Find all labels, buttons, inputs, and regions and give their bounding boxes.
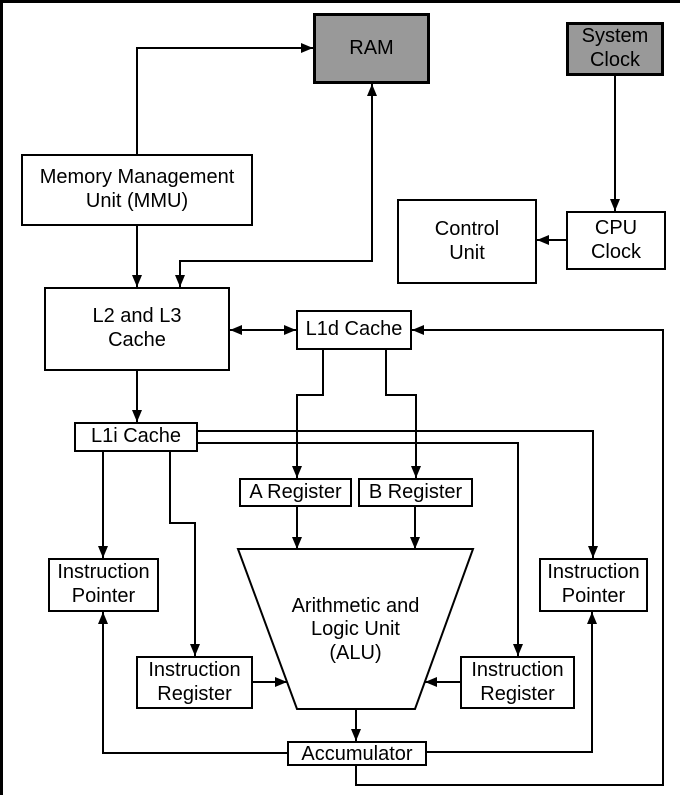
node-system-clock: System Clock bbox=[566, 22, 664, 76]
node-b-register: B Register bbox=[358, 478, 473, 507]
node-ram: RAM bbox=[313, 13, 430, 84]
node-l1i-cache: L1i Cache bbox=[74, 422, 198, 452]
edge-l1d-bregister bbox=[385, 350, 421, 478]
node-cpu-clock: CPU Clock bbox=[566, 211, 666, 270]
edge-l1d-aregister bbox=[292, 350, 324, 478]
edge-mmu-ram bbox=[136, 43, 313, 154]
node-mmu-label: Memory Management Unit (MMU) bbox=[39, 166, 235, 212]
node-control-unit: Control Unit bbox=[397, 199, 537, 284]
node-instruction-pointer-right-label: Instruction Pointer bbox=[547, 561, 640, 607]
node-instruction-register-right: Instruction Register bbox=[460, 656, 575, 709]
edge-l1i-instructionregister-right bbox=[198, 442, 523, 656]
node-l2-l3-cache: L2 and L3 Cache bbox=[44, 287, 230, 371]
node-a-register: A Register bbox=[239, 478, 352, 507]
node-l1i-cache-label: L1i Cache bbox=[90, 425, 182, 448]
edge-accumulator-instructionpointer-right bbox=[427, 612, 597, 753]
node-alu-shape bbox=[236, 548, 475, 710]
canvas-border-top bbox=[0, 0, 680, 3]
node-instruction-register-left-label: Instruction Register bbox=[148, 658, 241, 705]
edge-ram-l2l3 bbox=[175, 260, 276, 287]
node-instruction-register-left: Instruction Register bbox=[136, 656, 253, 709]
node-mmu: Memory Management Unit (MMU) bbox=[21, 154, 253, 226]
node-instruction-pointer-left: Instruction Pointer bbox=[48, 558, 159, 612]
node-ram-label: RAM bbox=[349, 36, 394, 59]
edge-l2l3-ram bbox=[276, 84, 377, 262]
node-l2-l3-cache-label: L2 and L3 Cache bbox=[92, 305, 182, 351]
node-l1d-cache: L1d Cache bbox=[296, 310, 412, 350]
node-alu-label: Arithmetic and Logic Unit (ALU) bbox=[248, 556, 463, 704]
alu-label-text: Arithmetic and Logic Unit (ALU) bbox=[291, 594, 420, 664]
edge-accumulator-l1d bbox=[355, 325, 664, 786]
node-instruction-pointer-right: Instruction Pointer bbox=[539, 558, 648, 612]
node-system-clock-label: System Clock bbox=[581, 25, 649, 71]
node-instruction-pointer-left-label: Instruction Pointer bbox=[57, 561, 150, 607]
edge-l1i-instructionpointer-right bbox=[198, 430, 598, 558]
node-b-register-label: B Register bbox=[368, 480, 463, 503]
canvas-border-left bbox=[0, 0, 3, 795]
node-accumulator-label: Accumulator bbox=[301, 742, 413, 765]
node-l1d-cache-label: L1d Cache bbox=[305, 318, 403, 341]
node-instruction-register-right-label: Instruction Register bbox=[471, 658, 564, 705]
node-a-register-label: A Register bbox=[249, 480, 342, 503]
edge-l1i-instructionregister-left bbox=[169, 452, 200, 656]
edge-accumulator-instructionpointer-left bbox=[98, 612, 287, 754]
node-cpu-clock-label: CPU Clock bbox=[590, 216, 641, 263]
node-control-unit-label: Control Unit bbox=[434, 217, 500, 264]
node-accumulator: Accumulator bbox=[287, 741, 427, 766]
